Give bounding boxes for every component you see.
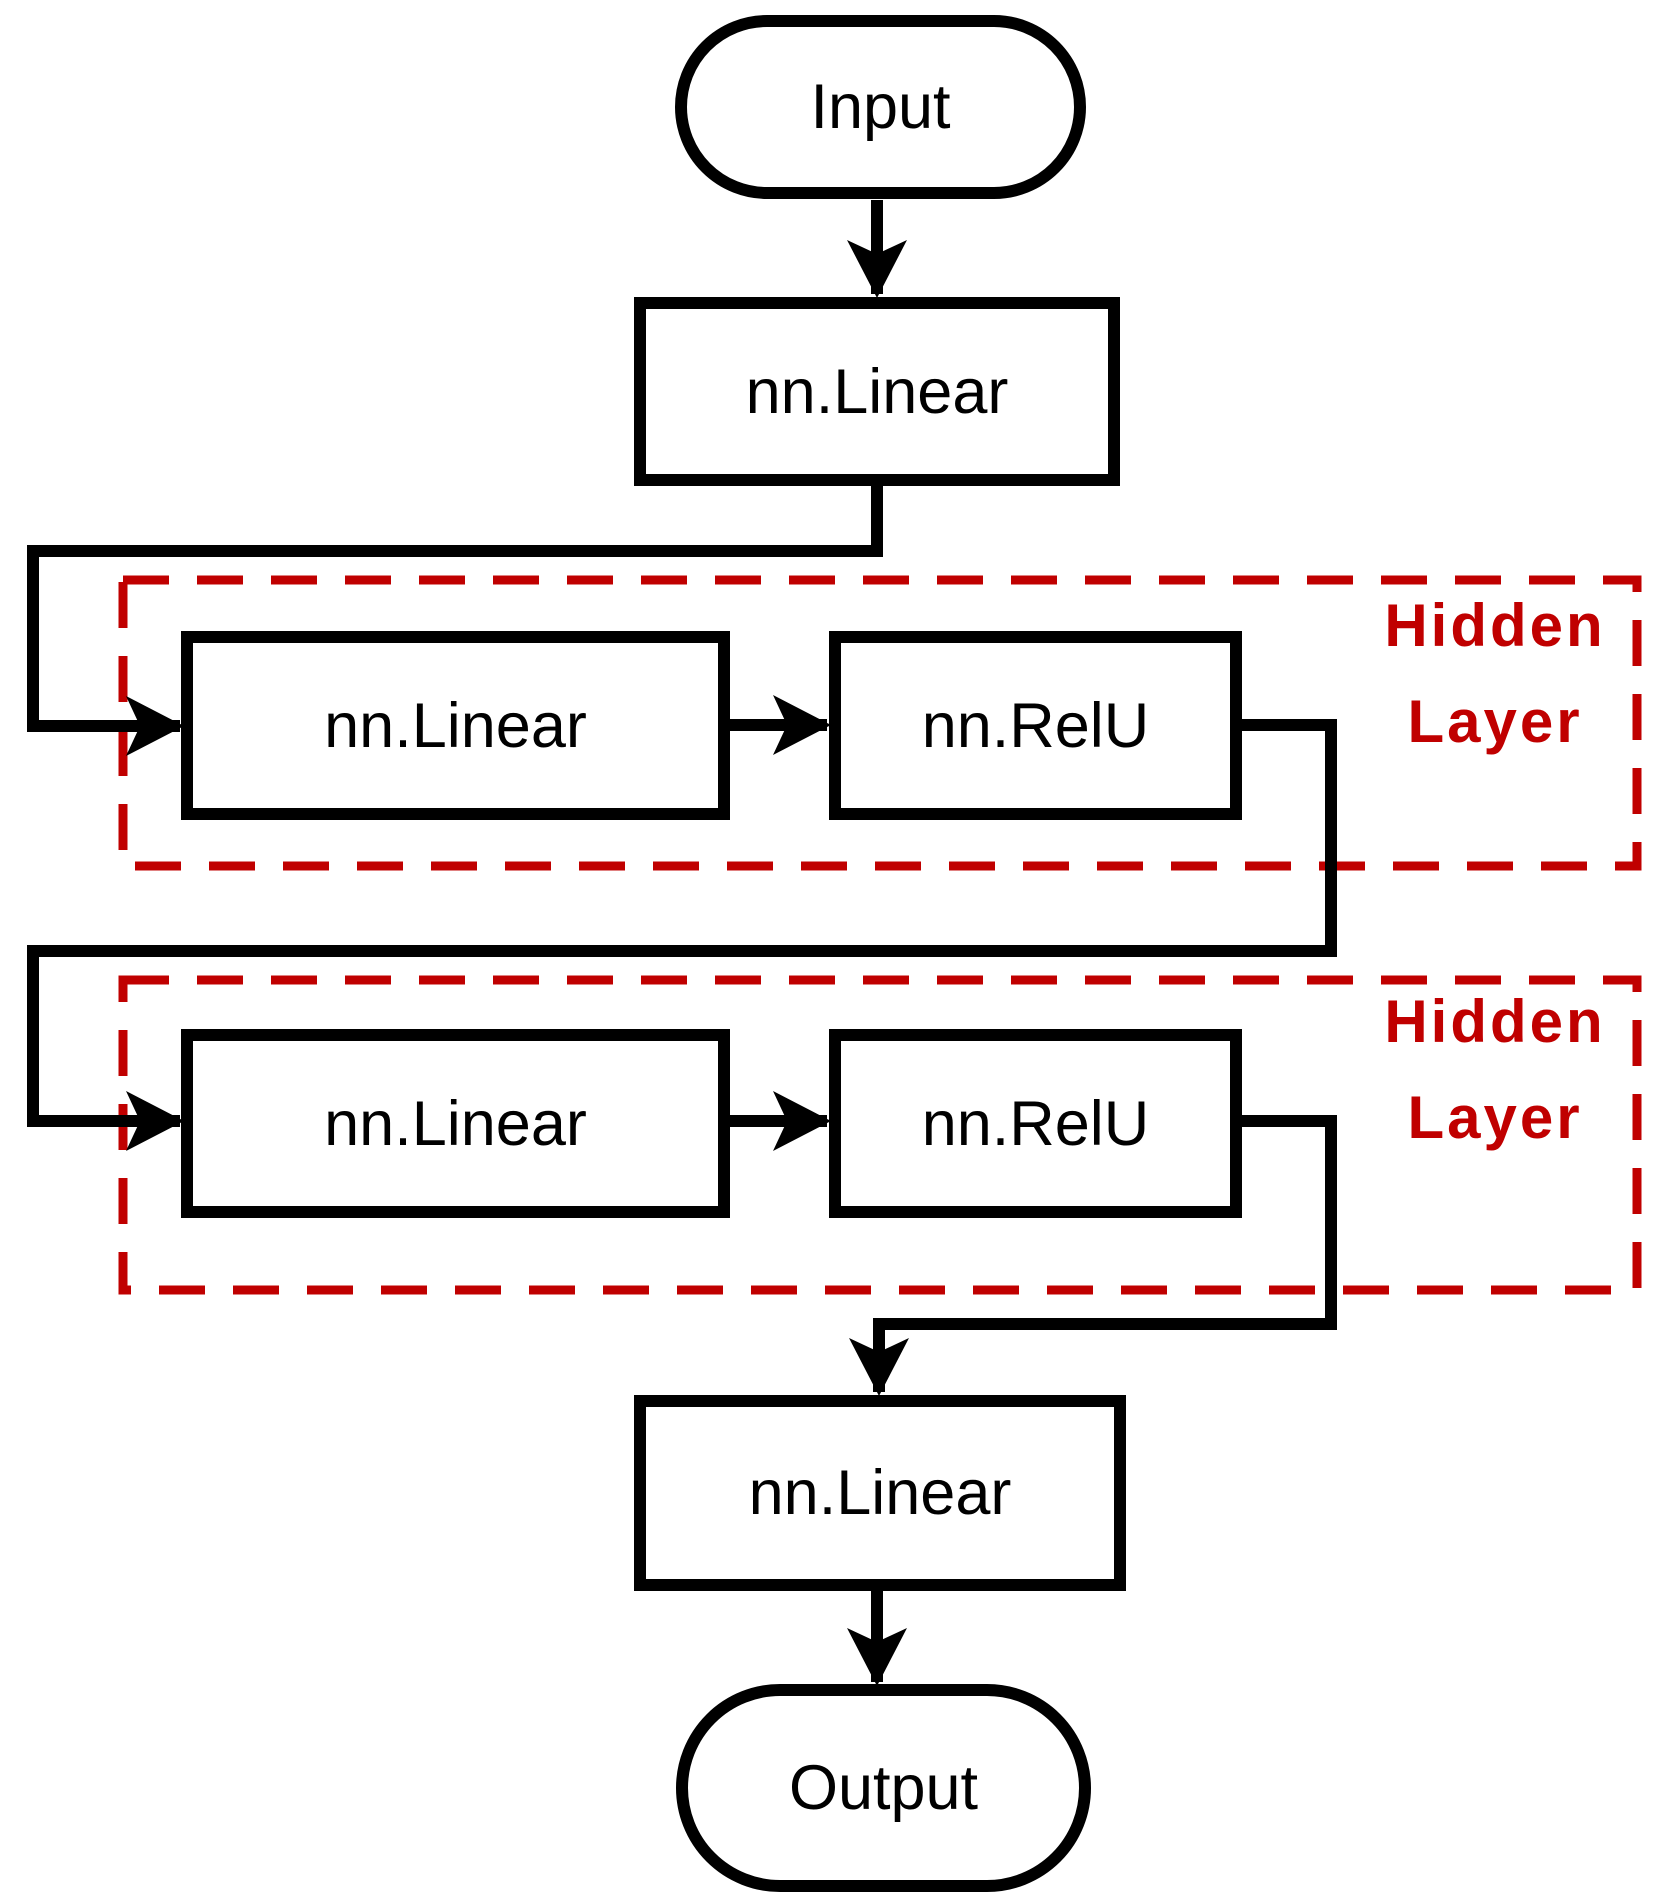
- connector-linear-to-hidden1: [27, 482, 883, 756]
- hidden-layer-1-caption-line1: Hidden: [1384, 592, 1606, 659]
- output-terminal: Output: [676, 1684, 1091, 1892]
- linear-output-box: nn.Linear: [634, 1395, 1126, 1591]
- hidden-layer-2-relu-label: nn.RelU: [921, 1088, 1150, 1159]
- hidden-layer-2-relu-box: nn.RelU: [829, 1029, 1242, 1218]
- hidden-layer-2-linear-box: nn.Linear: [181, 1029, 730, 1218]
- hidden-layer-2-caption-line2: Layer: [1407, 1084, 1583, 1151]
- hidden-layer-1-relu-box: nn.RelU: [829, 631, 1242, 820]
- linear-input-label: nn.Linear: [745, 356, 1009, 427]
- connector-hidden2-to-linear-out: [849, 1115, 1337, 1396]
- connector-hidden1-to-hidden2: [27, 719, 1337, 1151]
- hidden-layer-2-dashed-border: [118, 975, 1642, 1295]
- hidden-layer-2-caption: Hidden Layer: [1335, 974, 1655, 1166]
- hidden-layer-1-dashed-border: [118, 575, 1642, 871]
- input-label: Input: [810, 72, 951, 142]
- input-terminal: Input: [675, 15, 1086, 199]
- hidden-layer-2-linear-label: nn.Linear: [324, 1088, 587, 1159]
- hidden-layer-1-relu-label: nn.RelU: [921, 690, 1150, 761]
- hidden-layer-1-caption-line2: Layer: [1407, 688, 1583, 755]
- hidden-layer-1-linear-label: nn.Linear: [324, 690, 587, 761]
- linear-output-label: nn.Linear: [748, 1458, 1012, 1528]
- output-label: Output: [788, 1753, 979, 1823]
- hidden-layer-2-caption-line1: Hidden: [1384, 988, 1606, 1055]
- hidden-layer-1-linear-box: nn.Linear: [181, 631, 730, 820]
- linear-input-box: nn.Linear: [634, 297, 1120, 486]
- hidden-layer-1-caption: Hidden Layer: [1335, 578, 1655, 770]
